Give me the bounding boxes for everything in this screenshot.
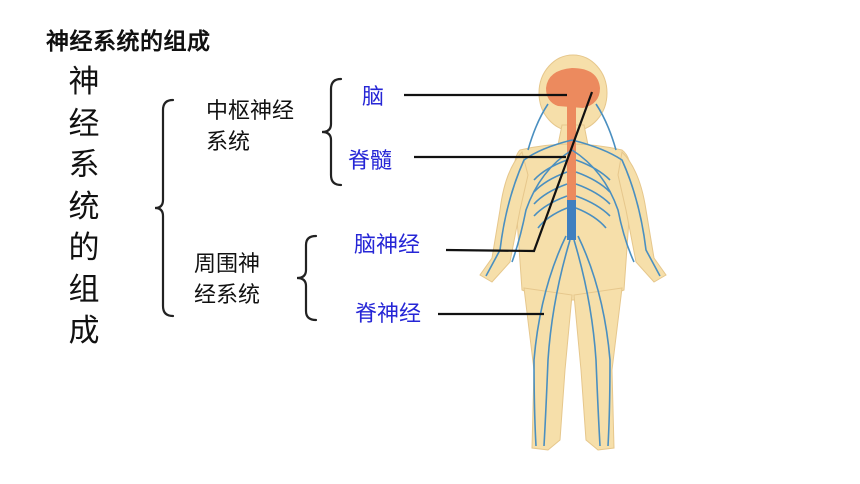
cranial-nerve-pointer-line: [445, 91, 594, 253]
peripheral-nervous-system-label: 周围神 经系统: [194, 252, 261, 308]
vertical-heading: 神 经 系 统 的 组 成: [64, 62, 104, 353]
page-title: 神经系统的组成: [46, 29, 211, 55]
vertical-char: 组: [68, 271, 100, 308]
spinal-cord-lower: [567, 200, 576, 240]
spinal-nerves-label: 脊神经: [355, 302, 422, 327]
vertical-char: 系: [68, 147, 100, 183]
spinal-cord-label: 脊髓: [348, 149, 393, 174]
vertical-char: 经: [68, 105, 100, 142]
main-brace: [154, 98, 175, 318]
cranial-nerves-label: 脑神经: [354, 233, 421, 258]
vertical-char: 的: [68, 230, 100, 266]
vertical-char: 成: [68, 313, 100, 349]
brain: [546, 68, 600, 108]
brain-label: 脑: [362, 85, 385, 110]
central-nervous-system-label: 中枢神经 系统: [206, 99, 295, 155]
central-brace: [321, 77, 343, 187]
vertical-char: 神: [68, 64, 100, 100]
spinal-cord-upper: [567, 106, 576, 202]
peripheral-brace: [296, 234, 318, 322]
vertical-char: 统: [68, 188, 100, 225]
nervous-system-figure: [479, 54, 667, 451]
